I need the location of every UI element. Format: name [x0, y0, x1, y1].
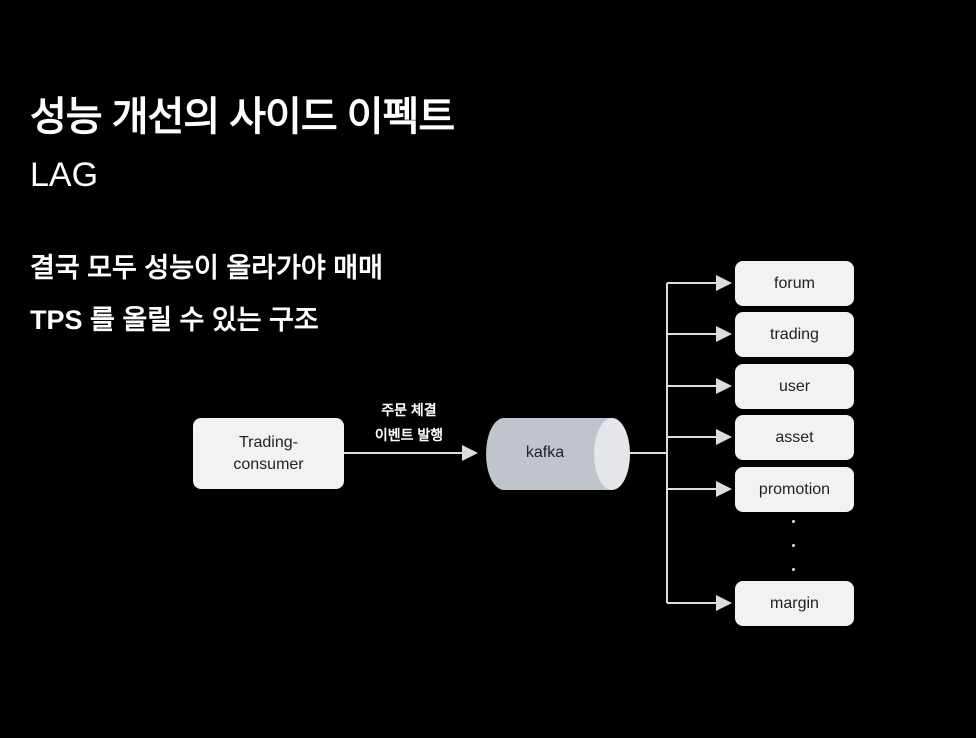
body-line-2: TPS 를 올릴 수 있는 구조 — [30, 305, 319, 335]
trading-consumer-box: Trading- consumer — [193, 418, 344, 489]
body-line-1: 결국 모두 성능이 올라가야 매매 — [30, 253, 383, 283]
edge-label-line2: 이벤트 발행 — [374, 427, 444, 443]
producer-line2: consumer — [233, 455, 304, 473]
edge-label-line1: 주문 체결 — [381, 402, 437, 418]
kafka-label: kafka — [525, 444, 565, 461]
kafka-cylinder — [486, 418, 630, 490]
producer-line1: Trading- — [239, 433, 298, 451]
ellipsis-dot — [792, 568, 795, 571]
ellipsis-dot — [792, 544, 795, 547]
edge-label: 주문 체결 이벤트 발행 — [350, 398, 468, 448]
service-margin: margin — [735, 581, 854, 626]
service-asset: asset — [735, 415, 854, 460]
ellipsis-dot — [792, 520, 795, 523]
service-trading: trading — [735, 312, 854, 357]
slide-title: 성능 개선의 사이드 이펙트 — [30, 95, 455, 139]
service-user: user — [735, 364, 854, 409]
slide-subtitle: LAG — [30, 156, 99, 194]
service-forum: forum — [735, 261, 854, 306]
fanout-arrows — [667, 275, 732, 611]
service-promotion: promotion — [735, 467, 854, 512]
